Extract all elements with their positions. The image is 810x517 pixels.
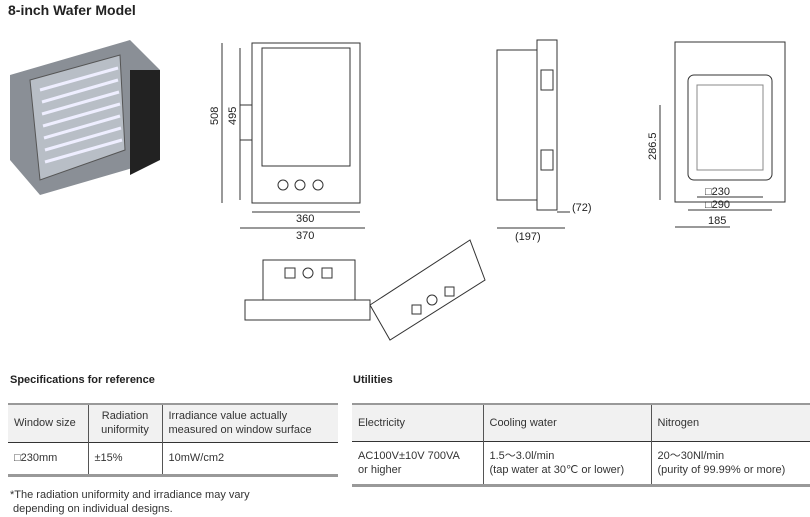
specs-header-uniformity: Radiation uniformity: [87, 404, 162, 442]
side-view-drawing: [496, 39, 570, 229]
rear-view-drawing: [659, 41, 786, 228]
utilities-header-electricity: Electricity: [358, 416, 406, 429]
product-photo: [10, 40, 160, 195]
utilities-heading: Utilities: [353, 374, 393, 386]
specs-header-window-size: Window size: [14, 417, 76, 430]
dim-508: 508: [209, 107, 221, 125]
dim-290: □290: [705, 199, 730, 211]
dim-360: 360: [296, 213, 314, 225]
dim-230: □230: [705, 186, 730, 198]
dim-185: 185: [708, 215, 726, 227]
dim-286-5: 286.5: [647, 132, 659, 160]
dim-72: (72): [572, 202, 592, 214]
technical-drawings: 508 495 360 370 (72) (197) 286.5 □230 □2…: [10, 39, 786, 341]
specs-heading: Specifications for reference: [10, 374, 155, 386]
utilities-table: Electricity Cooling water Nitrogen AC100…: [352, 403, 810, 487]
utilities-header-cooling-water: Cooling water: [482, 404, 651, 441]
table-row: □230mm ±15% 10mW/cm2: [8, 442, 338, 475]
dim-495: 495: [227, 107, 239, 125]
utilities-header-nitrogen: Nitrogen: [650, 404, 810, 441]
open-lid-drawing: [244, 239, 486, 341]
dim-197: (197): [515, 231, 541, 243]
specs-header-irradiance: Irradiance value actually measured on wi…: [161, 404, 338, 442]
front-view-drawing: [221, 42, 365, 229]
dim-370: 370: [296, 230, 314, 242]
page-title: 8-inch Wafer Model: [8, 2, 136, 18]
specs-table: Window size Radiation uniformity Irradia…: [8, 403, 338, 477]
specs-note: *The radiation uniformity and irradiance…: [10, 489, 250, 515]
